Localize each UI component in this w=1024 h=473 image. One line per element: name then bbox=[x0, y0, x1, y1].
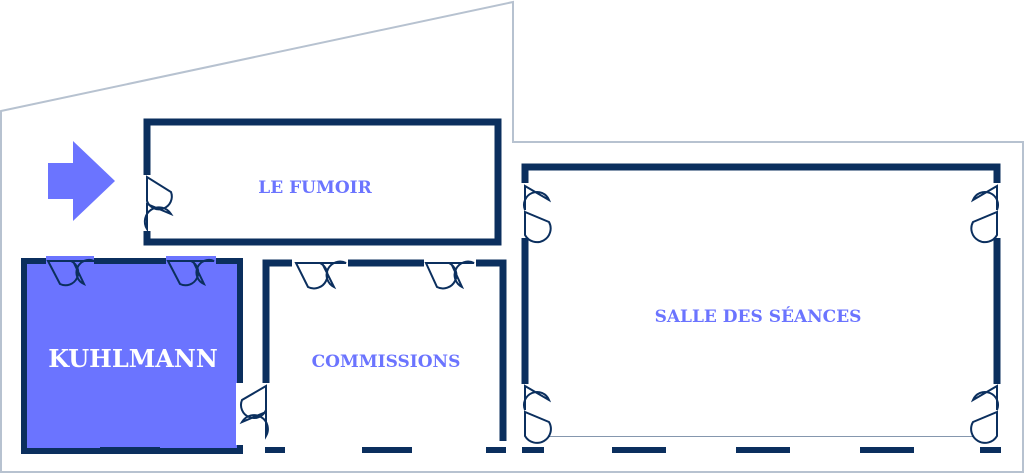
door-swing bbox=[294, 260, 475, 290]
door-swing bbox=[143, 175, 174, 233]
room-salle-des-seances[interactable]: SALLE DES SÉANCES bbox=[520, 163, 1002, 453]
room-label-le-fumoir: LE FUMOIR bbox=[258, 178, 372, 198]
door-swing bbox=[523, 184, 999, 444]
room-kuhlmann[interactable]: KUHLMANN bbox=[21, 256, 243, 454]
room-label-kuhlmann: KUHLMANN bbox=[48, 344, 218, 373]
door-swing bbox=[46, 258, 215, 287]
room-label-salle-des-seances: SALLE DES SÉANCES bbox=[655, 306, 862, 327]
arrow-right-icon bbox=[48, 141, 115, 221]
room-commissions-wall bbox=[262, 259, 507, 441]
floor-gap bbox=[522, 437, 1000, 447]
room-label-commissions: COMMISSIONS bbox=[312, 352, 461, 372]
room-commissions[interactable]: COMMISSIONS bbox=[236, 257, 507, 453]
door-swing bbox=[239, 384, 269, 440]
room-le-fumoir[interactable]: LE FUMOIR bbox=[142, 118, 502, 246]
room-kuhlmann-fill bbox=[24, 261, 240, 451]
